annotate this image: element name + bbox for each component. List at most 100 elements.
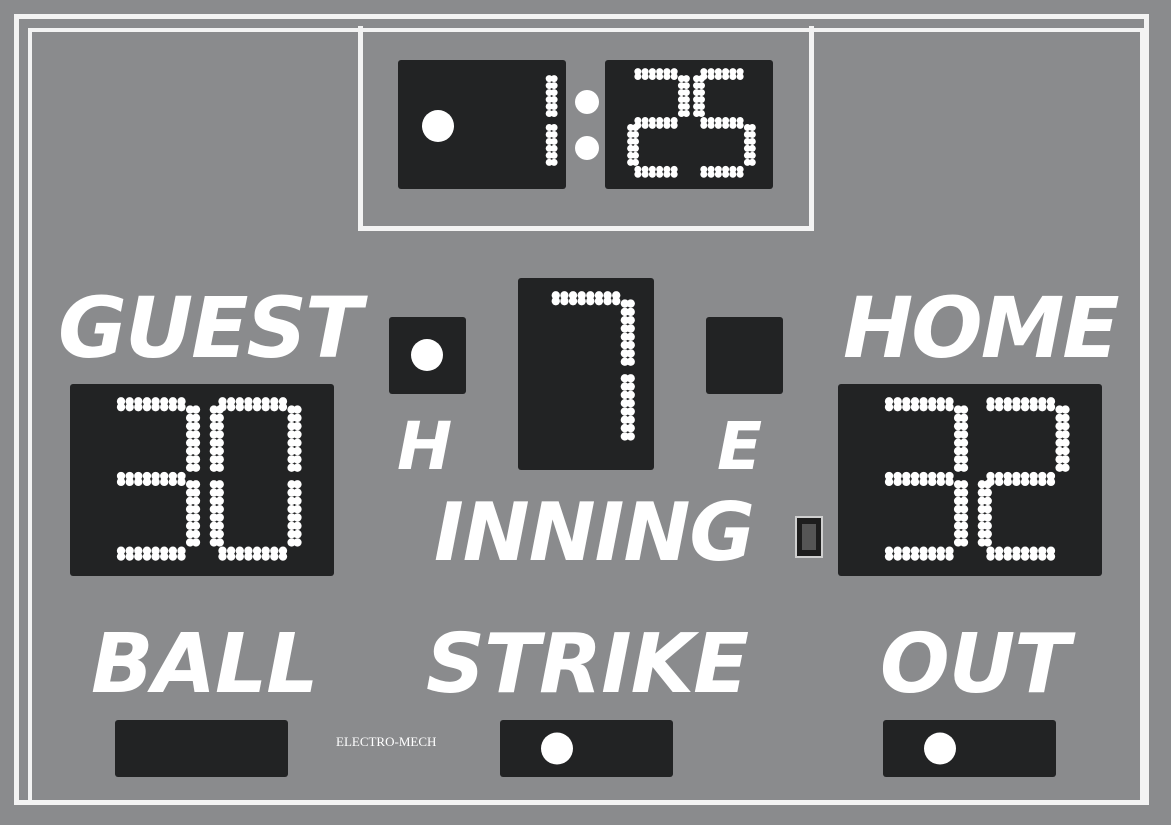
lamp-dot bbox=[1046, 471, 1056, 481]
lamp-dot bbox=[945, 552, 954, 561]
lamp-dot bbox=[270, 397, 279, 406]
lamp-dot bbox=[663, 68, 671, 76]
clock-colon bbox=[575, 90, 599, 160]
clock-frame bbox=[358, 26, 814, 231]
lamp-dot bbox=[902, 402, 911, 412]
lamp-dot bbox=[936, 546, 946, 555]
lamp-dot bbox=[1020, 552, 1030, 561]
hit-indicator-panel bbox=[389, 317, 466, 394]
lamp-dot bbox=[620, 299, 630, 308]
lamp-dot bbox=[1003, 546, 1012, 555]
lamp-dot bbox=[693, 110, 701, 118]
lamp-dot bbox=[142, 397, 152, 406]
lamp-dot bbox=[736, 68, 744, 76]
lamp-dot bbox=[209, 538, 219, 547]
lamp-dot bbox=[626, 316, 635, 325]
lamp-dot bbox=[959, 538, 969, 547]
lamp-dot bbox=[986, 546, 995, 555]
lamp-dot bbox=[244, 402, 253, 412]
lamp-dot bbox=[586, 296, 595, 306]
home-score-digits bbox=[884, 397, 1070, 561]
lamp-dot bbox=[215, 480, 224, 489]
lamp-dot bbox=[953, 438, 963, 447]
lamp-dot bbox=[293, 496, 302, 506]
lamp-dot bbox=[293, 463, 302, 472]
lamp-dot bbox=[252, 402, 262, 412]
lamp-dot bbox=[928, 477, 937, 487]
lamp-dot bbox=[1061, 413, 1070, 423]
lamp-dot bbox=[278, 552, 288, 561]
lamp-dot bbox=[714, 68, 722, 76]
lamp-dot bbox=[1029, 402, 1038, 412]
lamp-dot bbox=[928, 402, 937, 412]
lamp-dot bbox=[670, 68, 678, 76]
lamp-dot bbox=[919, 477, 928, 487]
lamp-dot bbox=[959, 463, 969, 472]
lamp-dot bbox=[218, 397, 227, 406]
lamp-dot bbox=[977, 496, 987, 506]
lamp-dot bbox=[151, 477, 160, 487]
lamp-dot bbox=[1012, 477, 1021, 487]
lamp-dot bbox=[648, 165, 656, 173]
lamp-dot bbox=[748, 151, 756, 159]
lamp-dot bbox=[177, 471, 186, 481]
ball-label: BALL bbox=[91, 617, 318, 712]
lamp-dot bbox=[1046, 397, 1056, 406]
lamp-dot bbox=[287, 538, 296, 547]
lamp-dot bbox=[177, 397, 186, 406]
lamp-dot bbox=[983, 496, 992, 506]
lamp-dot bbox=[209, 430, 219, 439]
lamp-dot bbox=[693, 103, 701, 111]
lamp-dot bbox=[959, 480, 969, 489]
lamp-dot bbox=[1061, 430, 1070, 439]
lamp-dot bbox=[1029, 397, 1038, 406]
lamp-dot bbox=[1046, 477, 1056, 487]
lamp-dot bbox=[293, 521, 302, 530]
lamp-dot bbox=[1038, 477, 1047, 487]
lamp-dot bbox=[670, 170, 678, 178]
lamp-dot bbox=[1029, 546, 1038, 555]
lamp-dot bbox=[1038, 471, 1047, 481]
lamp-dot bbox=[545, 103, 553, 111]
lamp-dot bbox=[116, 552, 126, 561]
lamp-dot bbox=[160, 552, 169, 561]
lamp-dot bbox=[612, 291, 621, 300]
lamp-dot bbox=[293, 422, 302, 431]
lamp-dot bbox=[722, 68, 730, 76]
lamp-dot bbox=[670, 73, 678, 81]
lamp-dot bbox=[550, 110, 558, 118]
lamp-dot bbox=[748, 123, 756, 131]
lamp-dot bbox=[191, 422, 201, 431]
lamp-dot bbox=[545, 75, 553, 83]
lamp-dot bbox=[884, 477, 894, 487]
lamp-dot bbox=[293, 529, 302, 539]
lamp-dot bbox=[151, 552, 160, 561]
lamp-dot bbox=[1012, 552, 1021, 561]
lamp-dot bbox=[893, 546, 902, 555]
lamp-dot bbox=[627, 151, 635, 159]
digit-5 bbox=[693, 68, 756, 178]
lamp-dot bbox=[936, 397, 946, 406]
lamp-dot bbox=[278, 402, 288, 412]
lamp-dot bbox=[287, 505, 296, 514]
lamp-dot bbox=[185, 446, 195, 456]
lamp-dot bbox=[550, 151, 558, 159]
inning-panel bbox=[518, 278, 654, 470]
lamp-dot bbox=[953, 488, 963, 497]
lamp-dot bbox=[215, 463, 224, 472]
lamp-dot bbox=[919, 402, 928, 412]
lamp-dot bbox=[287, 521, 296, 530]
lamp-on bbox=[924, 732, 956, 765]
lamp-dot bbox=[160, 402, 169, 412]
lamp-dot bbox=[663, 73, 671, 81]
lamp-dot bbox=[743, 144, 751, 152]
lamp-dot bbox=[641, 170, 649, 178]
lamp-dot bbox=[209, 521, 219, 530]
lamp-dot bbox=[209, 438, 219, 447]
lamp-dot bbox=[261, 552, 270, 561]
digit-7 bbox=[551, 291, 635, 441]
lamp-dot bbox=[550, 130, 558, 138]
lamp-dot bbox=[1055, 413, 1064, 423]
lamp-dot bbox=[168, 402, 178, 412]
